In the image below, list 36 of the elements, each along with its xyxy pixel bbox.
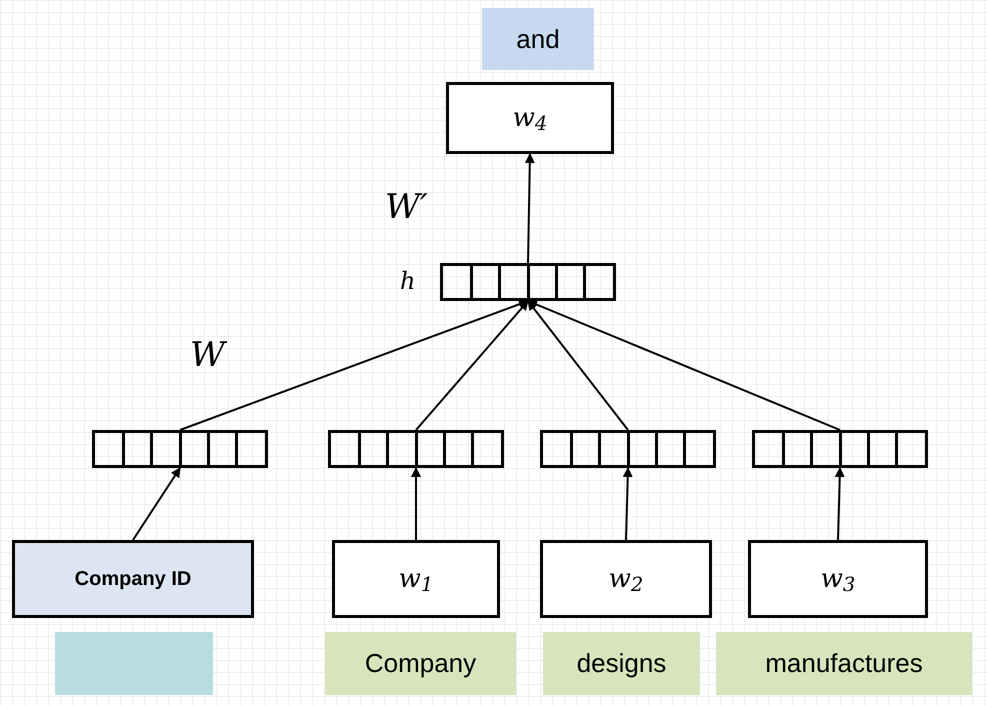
vector-box	[440, 263, 616, 301]
input-box	[12, 540, 254, 618]
word-box	[716, 632, 972, 695]
arrow	[132, 467, 181, 541]
input-box	[748, 540, 928, 618]
weight-label: W	[190, 338, 225, 372]
arrow	[527, 300, 629, 431]
word-box	[55, 632, 213, 695]
arrow	[622, 467, 633, 540]
arrow	[180, 299, 529, 431]
vector-box	[92, 430, 268, 468]
arrow	[524, 153, 535, 264]
math-label: w$_{3}$	[820, 562, 856, 598]
vector-label: h	[400, 269, 416, 293]
word-box	[543, 632, 700, 695]
vector-box	[540, 430, 716, 468]
word-label: and	[516, 22, 560, 56]
word-label: manufactures	[765, 647, 923, 680]
arrow	[411, 467, 421, 540]
input-box	[332, 540, 500, 618]
vector-box	[752, 430, 928, 468]
arrow	[527, 300, 840, 431]
word-label: Company ID	[74, 567, 192, 592]
word-box	[482, 8, 594, 70]
weight-label: W′	[385, 190, 428, 224]
input-box	[540, 540, 712, 618]
word-box	[325, 632, 516, 695]
word-label: designs	[576, 647, 666, 680]
vector-box	[328, 430, 504, 468]
output-box	[446, 82, 614, 154]
arrow	[834, 467, 845, 540]
arrow	[415, 300, 529, 431]
math-label: w$_{4}$	[512, 102, 548, 138]
math-label: w$_{1}$	[398, 562, 434, 598]
math-label: w$_{2}$	[608, 562, 644, 598]
word-label: Company	[364, 647, 476, 680]
